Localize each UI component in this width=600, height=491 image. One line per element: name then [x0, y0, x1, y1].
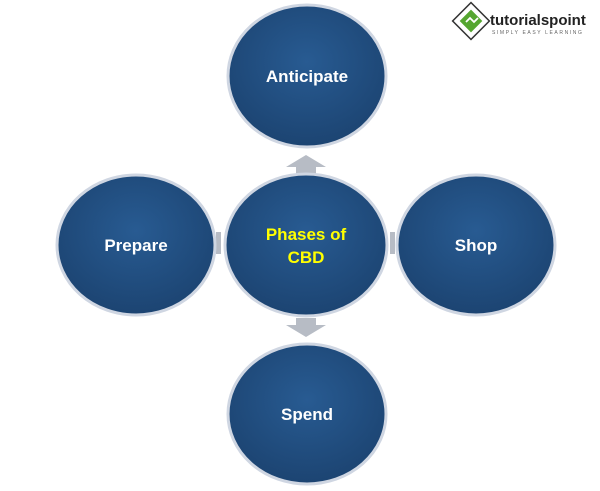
logo-tagline: SIMPLY EASY LEARNING	[492, 30, 583, 36]
logo-wordmark: tutorialspoint	[490, 12, 586, 29]
node-shop: Shop	[395, 173, 557, 317]
tutorialspoint-logo: tutorialspoint SIMPLY EASY LEARNING	[451, 1, 586, 41]
node-anticipate: Anticipate	[226, 3, 388, 149]
arrow-down	[286, 318, 326, 337]
node-center: Phases of CBD	[223, 172, 389, 318]
arrow-up	[286, 155, 326, 174]
node-spend-label: Spend	[281, 405, 333, 424]
arrow-right	[390, 232, 395, 254]
node-shop-label: Shop	[455, 236, 498, 255]
node-anticipate-label: Anticipate	[266, 67, 348, 86]
center-label-line1: Phases of	[266, 225, 347, 244]
node-prepare-label: Prepare	[104, 236, 167, 255]
node-prepare: Prepare	[55, 173, 217, 317]
center-label-line2: CBD	[288, 248, 325, 267]
node-spend: Spend	[226, 342, 388, 486]
logo-icon	[451, 1, 491, 41]
arrow-left	[216, 232, 221, 254]
